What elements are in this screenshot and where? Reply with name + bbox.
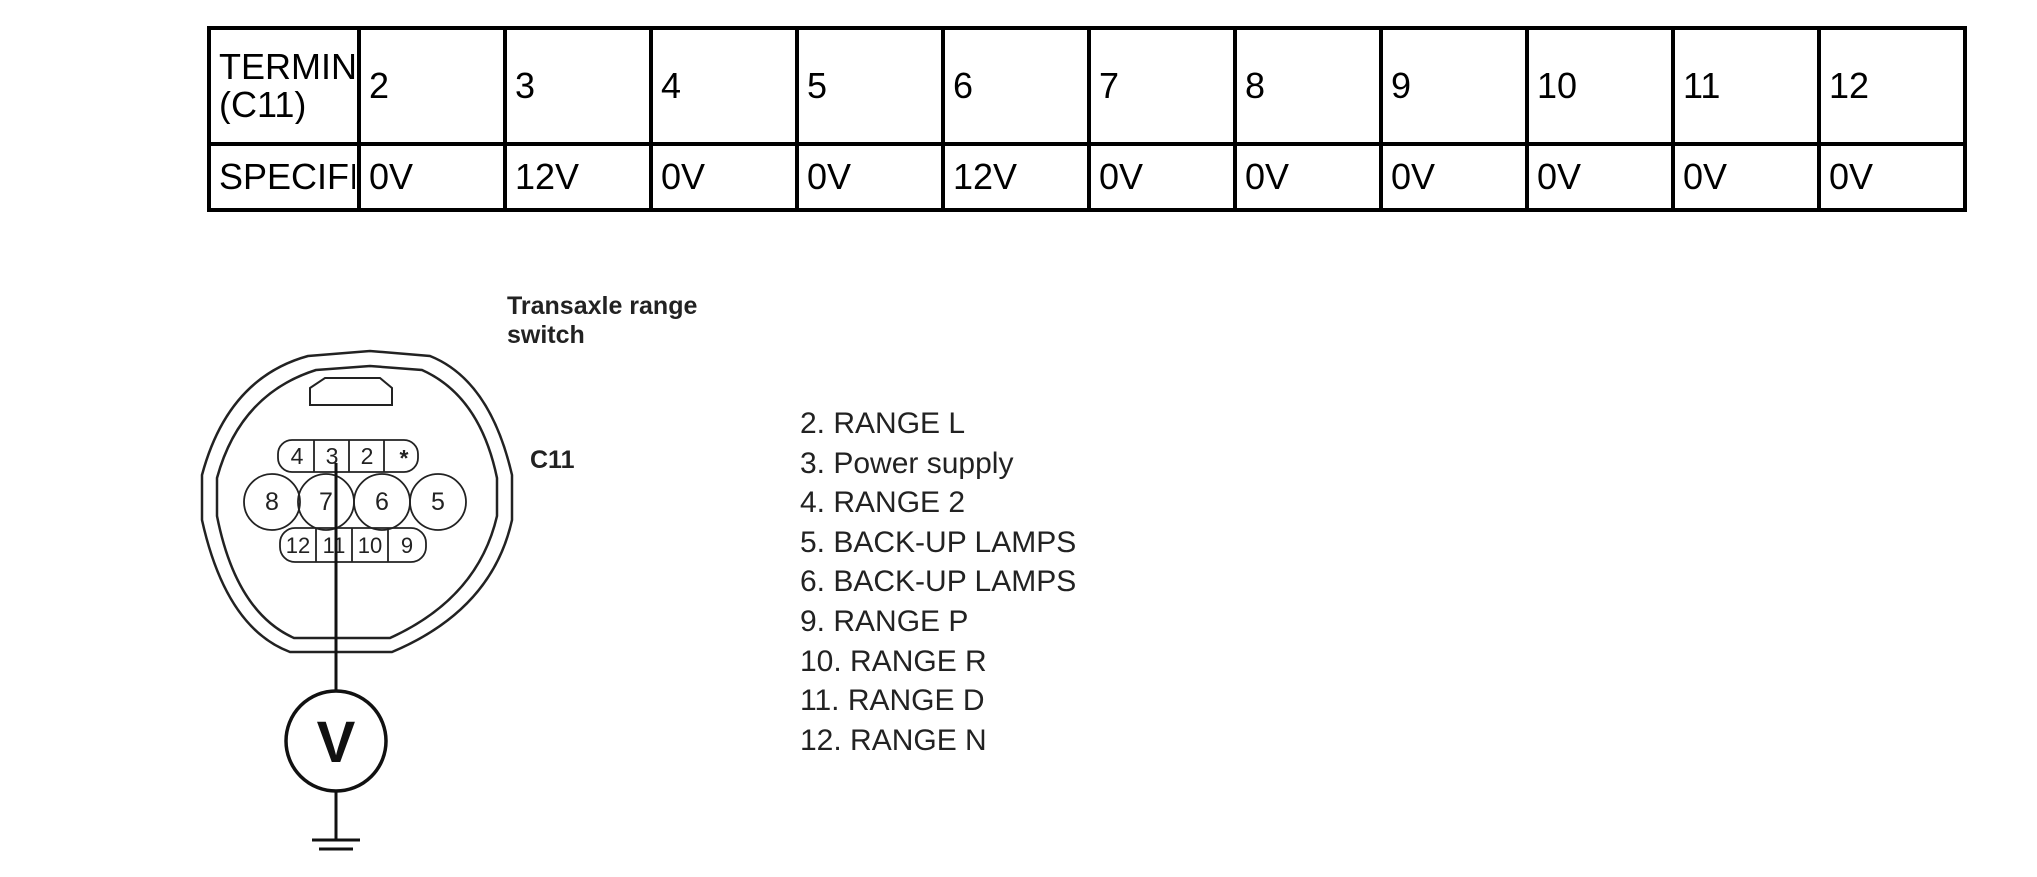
legend-item: 11. RANGE D [800, 684, 985, 718]
spec-cell: 0V [1087, 142, 1237, 212]
terminal-connector-id: (C11) [219, 84, 307, 124]
pin-label: 6 [375, 488, 389, 516]
terminal-cell: 3 [503, 26, 653, 146]
pin-label: 8 [265, 488, 279, 516]
legend-item: 5. BACK-UP LAMPS [800, 525, 1077, 559]
spec-cell: 12V [941, 142, 1091, 212]
pin-row-top [277, 439, 419, 473]
spec-cell: 0V [1817, 142, 1967, 212]
terminal-cell: 4 [649, 26, 799, 146]
spec-cell: 0V [1671, 142, 1821, 212]
pin-label: 2 [361, 443, 374, 469]
pin-row-bottom [279, 527, 427, 563]
spec-cell: 0V [649, 142, 799, 212]
component-title: Transaxle range switch [507, 292, 697, 350]
spec-cell: 12V [503, 142, 653, 212]
spec-header: SPECIFICATION [219, 158, 355, 196]
legend-item: 3. Power supply [800, 446, 1014, 480]
spec-cell: 0V [1233, 142, 1383, 212]
spec-row: SPECIFICATION 0V 12V 0V 0V 12V 0V 0V 0V … [207, 142, 1967, 212]
voltmeter-symbol: V [317, 710, 356, 775]
terminal-cell: 6 [941, 26, 1091, 146]
spec-table: TERMINAL (C11) 2 3 4 5 6 7 8 9 10 11 12 … [207, 26, 1967, 212]
component-title-line: Transaxle range [507, 292, 698, 320]
ground-icon [312, 838, 360, 851]
voltmeter-icon: V [284, 689, 388, 793]
pin-label: * [400, 445, 409, 471]
terminal-cell: 10 [1525, 26, 1675, 146]
legend-item: 6. BACK-UP LAMPS [800, 565, 1077, 599]
pin-label: 5 [431, 488, 445, 516]
pin-label: 4 [291, 443, 304, 469]
probe-wire [334, 463, 338, 840]
spec-cell: 0V [357, 142, 507, 212]
connector-housing [200, 349, 514, 654]
spec-header-cell: SPECIFICATION [207, 142, 361, 212]
pin-row-middle [243, 473, 467, 531]
pin-label: 12 [286, 533, 310, 558]
spec-cell: 0V [795, 142, 945, 212]
component-title-line: switch [507, 321, 585, 349]
pin-label: 10 [358, 533, 382, 558]
spec-cell: 0V [1379, 142, 1529, 212]
pin-label: 7 [319, 488, 333, 516]
terminal-cell: 11 [1671, 26, 1821, 146]
pin-legend: 2. RANGE L 3. Power supply 4. RANGE 2 5.… [800, 404, 1076, 760]
legend-item: 4. RANGE 2 [800, 486, 966, 520]
legend-item: 9. RANGE P [800, 604, 969, 638]
pin-label: 11 [323, 533, 346, 558]
terminal-cell: 8 [1233, 26, 1383, 146]
terminal-header-cell: TERMINAL (C11) [207, 26, 361, 146]
terminal-cell: 12 [1817, 26, 1967, 146]
legend-item: 2. RANGE L [800, 407, 966, 440]
terminal-cell: 2 [357, 26, 507, 146]
legend-item: 12. RANGE N [800, 723, 987, 757]
spec-cell: 0V [1525, 142, 1675, 212]
connector-label: C11 [530, 446, 575, 474]
terminal-cell: 9 [1379, 26, 1529, 146]
terminal-cell: 5 [795, 26, 945, 146]
pin-label: 9 [401, 533, 413, 558]
terminal-cell: 7 [1087, 26, 1237, 146]
legend-item: 10. RANGE R [800, 644, 987, 678]
pin-label: 3 [326, 443, 339, 469]
terminal-row: TERMINAL (C11) 2 3 4 5 6 7 8 9 10 11 12 [207, 26, 1967, 146]
terminal-header: TERMINAL [219, 48, 355, 87]
